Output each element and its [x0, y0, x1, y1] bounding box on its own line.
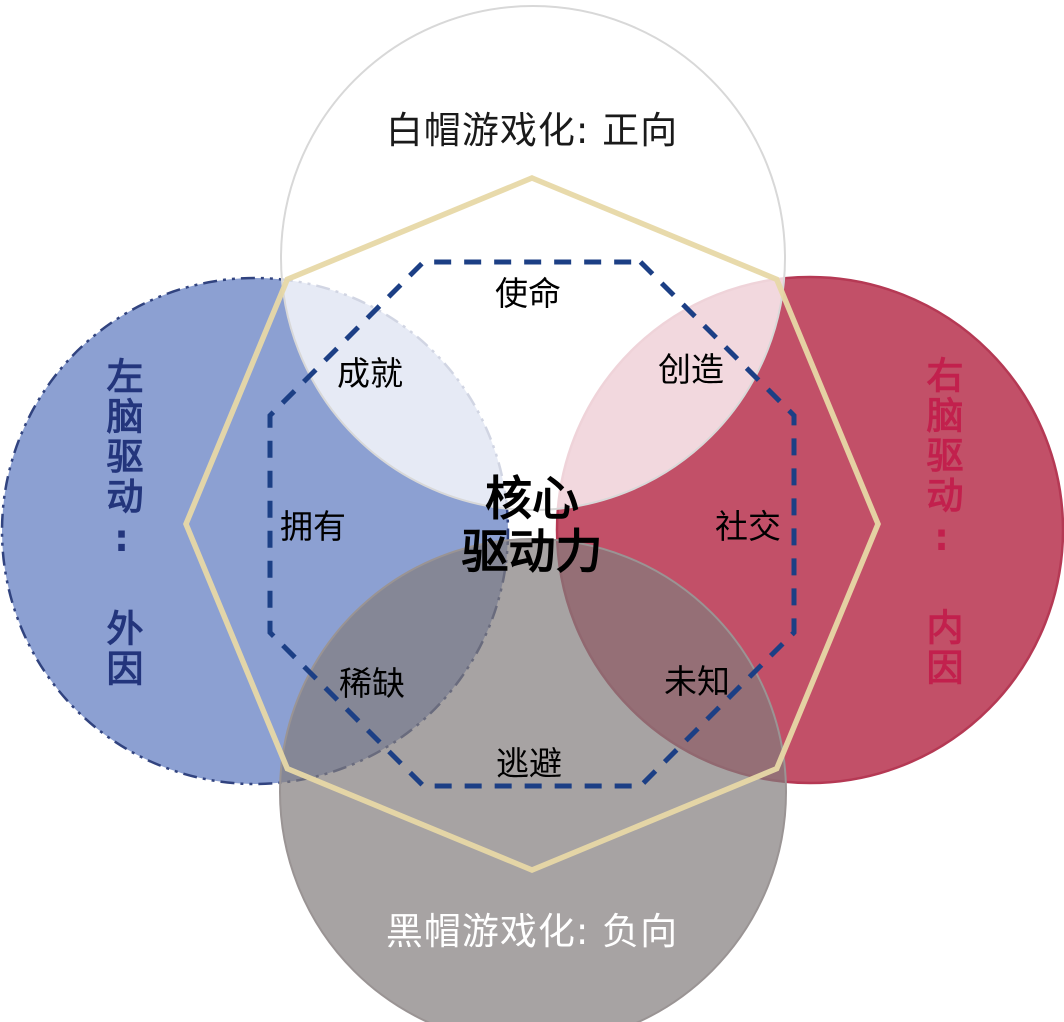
drive-label-avoidance: 逃避 [496, 744, 562, 783]
center-title-line2: 驱动力 [461, 525, 603, 580]
drive-label-creativity: 创造 [658, 350, 724, 389]
drive-label-social: 社交 [715, 507, 781, 546]
outer-octagon [183, 175, 881, 873]
drive-label-unpredictability: 未知 [664, 662, 730, 701]
right-circle-label: 右脑驱动: 内因 [920, 356, 963, 688]
bottom-circle [279, 538, 787, 1022]
drive-label-mission: 使命 [495, 274, 561, 313]
drive-label-scarcity: 稀缺 [339, 664, 405, 703]
top-circle-label: 白帽游戏化: 正向 [385, 109, 679, 152]
drives-octagon [267, 259, 797, 789]
center-title-line1: 核心 [485, 471, 579, 527]
left-circle-label: 左脑驱动: 外因 [100, 357, 143, 689]
drive-label-accomplishment: 成就 [337, 354, 403, 393]
top-circle [280, 5, 786, 511]
bottom-circle-label: 黑帽游戏化: 负向 [385, 910, 679, 953]
center-title: 核心 驱动力 [462, 473, 603, 579]
drive-label-ownership: 拥有 [280, 507, 346, 546]
